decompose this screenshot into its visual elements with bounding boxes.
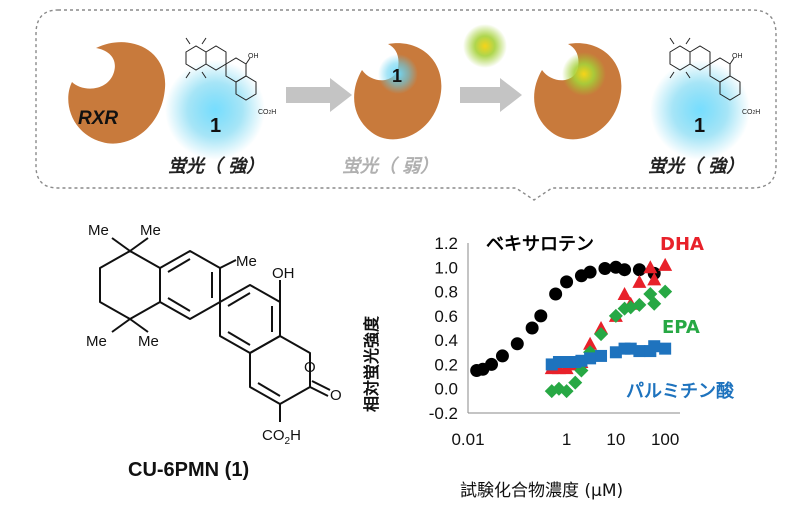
me-label-3: Me bbox=[86, 333, 107, 350]
series-label: DHA bbox=[660, 234, 704, 255]
x-axis-label: 試験化合物濃度 (μM) bbox=[460, 481, 623, 501]
series-label: EPA bbox=[662, 317, 700, 338]
data-point bbox=[594, 327, 609, 342]
y-axis-label: 相対蛍光強度 bbox=[362, 315, 381, 412]
ligand-glow bbox=[463, 24, 507, 68]
data-point bbox=[633, 345, 646, 358]
y-tick-label: 1.0 bbox=[434, 258, 458, 277]
y-tick-label: 0.6 bbox=[434, 307, 458, 326]
data-point bbox=[584, 352, 597, 365]
data-point bbox=[583, 265, 597, 279]
released-probe-co2h: CO2H bbox=[742, 109, 760, 116]
x-tick-label: 100 bbox=[651, 430, 679, 449]
me-label-4: Me bbox=[138, 333, 159, 350]
data-point bbox=[608, 308, 623, 323]
probe-small-oh: OH bbox=[248, 53, 259, 60]
data-point bbox=[658, 257, 673, 271]
co2h-label: CO2H bbox=[262, 427, 301, 447]
bound-probe-glow bbox=[378, 54, 418, 94]
y-tick-label: 0.8 bbox=[434, 283, 458, 302]
data-point bbox=[583, 336, 598, 350]
data-point bbox=[648, 340, 661, 353]
data-point bbox=[534, 309, 548, 323]
x-tick-label: 1 bbox=[562, 430, 571, 449]
y-tick-label: -0.2 bbox=[429, 404, 458, 423]
me-label-5: Me bbox=[236, 253, 257, 270]
data-point bbox=[643, 260, 658, 274]
y-tick-labels: 1.2 1.0 0.8 0.6 0.4 0.2 0.0 -0.2 bbox=[429, 234, 458, 423]
x-tick-labels: 0.01 1 10 100 bbox=[451, 430, 679, 449]
pyranone-ring bbox=[249, 335, 311, 405]
data-point bbox=[525, 321, 539, 335]
data-point bbox=[495, 349, 509, 363]
arrow-1 bbox=[286, 78, 352, 112]
cu6pmn-structure: Me Me Me Me Me OH O O CO2H CU-6PMN (1) bbox=[86, 222, 342, 481]
data-point bbox=[549, 287, 563, 301]
data-markers bbox=[470, 257, 673, 399]
rxr-label: RXR bbox=[78, 108, 118, 129]
scheme-callout-frame bbox=[35, 9, 777, 201]
probe-small-co2h: CO2H bbox=[258, 109, 276, 116]
arrow-2 bbox=[460, 78, 522, 112]
series-label: ベキサロテン bbox=[486, 234, 594, 255]
probe-glow bbox=[165, 60, 265, 160]
me-label-1: Me bbox=[88, 222, 109, 239]
x-tick-label: 10 bbox=[606, 430, 625, 449]
released-probe-number: 1 bbox=[694, 115, 705, 137]
carbonyl-o-label: O bbox=[330, 387, 342, 404]
data-point bbox=[632, 274, 647, 288]
data-point bbox=[485, 357, 499, 371]
compound-label: CU-6PMN (1) bbox=[128, 459, 249, 481]
cyclohexane-ring bbox=[99, 250, 161, 320]
y-tick-label: 1.2 bbox=[434, 234, 458, 253]
released-probe-glow bbox=[650, 60, 750, 160]
data-point bbox=[647, 272, 662, 286]
series-label: パルミチン酸 bbox=[626, 380, 735, 402]
data-point bbox=[618, 263, 632, 277]
fluorescence-strong-label: 蛍光（ 強） bbox=[168, 156, 264, 177]
data-point bbox=[617, 287, 632, 300]
y-tick-label: 0.0 bbox=[434, 380, 458, 399]
data-point bbox=[510, 337, 524, 351]
released-probe-oh: OH bbox=[732, 53, 743, 60]
y-tick-label: 0.2 bbox=[434, 355, 458, 374]
data-point bbox=[598, 262, 612, 275]
data-point bbox=[595, 349, 608, 362]
data-point bbox=[658, 284, 673, 299]
fluorescence-strong-label-2: 蛍光（ 強） bbox=[648, 156, 744, 177]
me-label-2: Me bbox=[140, 222, 161, 239]
fluorescence-weak-label: 蛍光（ 弱） bbox=[342, 156, 438, 177]
data-point bbox=[560, 275, 574, 289]
y-tick-label: 0.4 bbox=[434, 331, 458, 350]
bound-ligand-glow bbox=[562, 52, 606, 96]
mechanism-scheme: RXR OH CO2H 1 蛍光（ 強） 1 蛍光（ 弱） bbox=[35, 9, 777, 201]
data-point bbox=[659, 342, 672, 355]
data-point bbox=[632, 263, 646, 277]
rxr-receptor-shape bbox=[68, 42, 166, 144]
bound-probe-number: 1 bbox=[392, 66, 402, 86]
x-tick-label: 0.01 bbox=[451, 430, 484, 449]
probe-number-label: 1 bbox=[210, 115, 221, 137]
released-probe-structure bbox=[669, 37, 741, 101]
data-point bbox=[559, 384, 574, 399]
data-point bbox=[632, 297, 647, 312]
oh-label: OH bbox=[272, 265, 295, 282]
binding-chart: 1.2 1.0 0.8 0.6 0.4 0.2 0.0 -0.2 0.01 1 10 100 ベキサ… bbox=[362, 234, 735, 501]
ring-o-label: O bbox=[304, 359, 316, 376]
probe-structure-small bbox=[185, 37, 257, 101]
data-point bbox=[647, 296, 662, 311]
series-labels: ベキサロテン DHA EPA パルミチン酸 bbox=[486, 234, 735, 402]
data-point bbox=[568, 375, 583, 390]
